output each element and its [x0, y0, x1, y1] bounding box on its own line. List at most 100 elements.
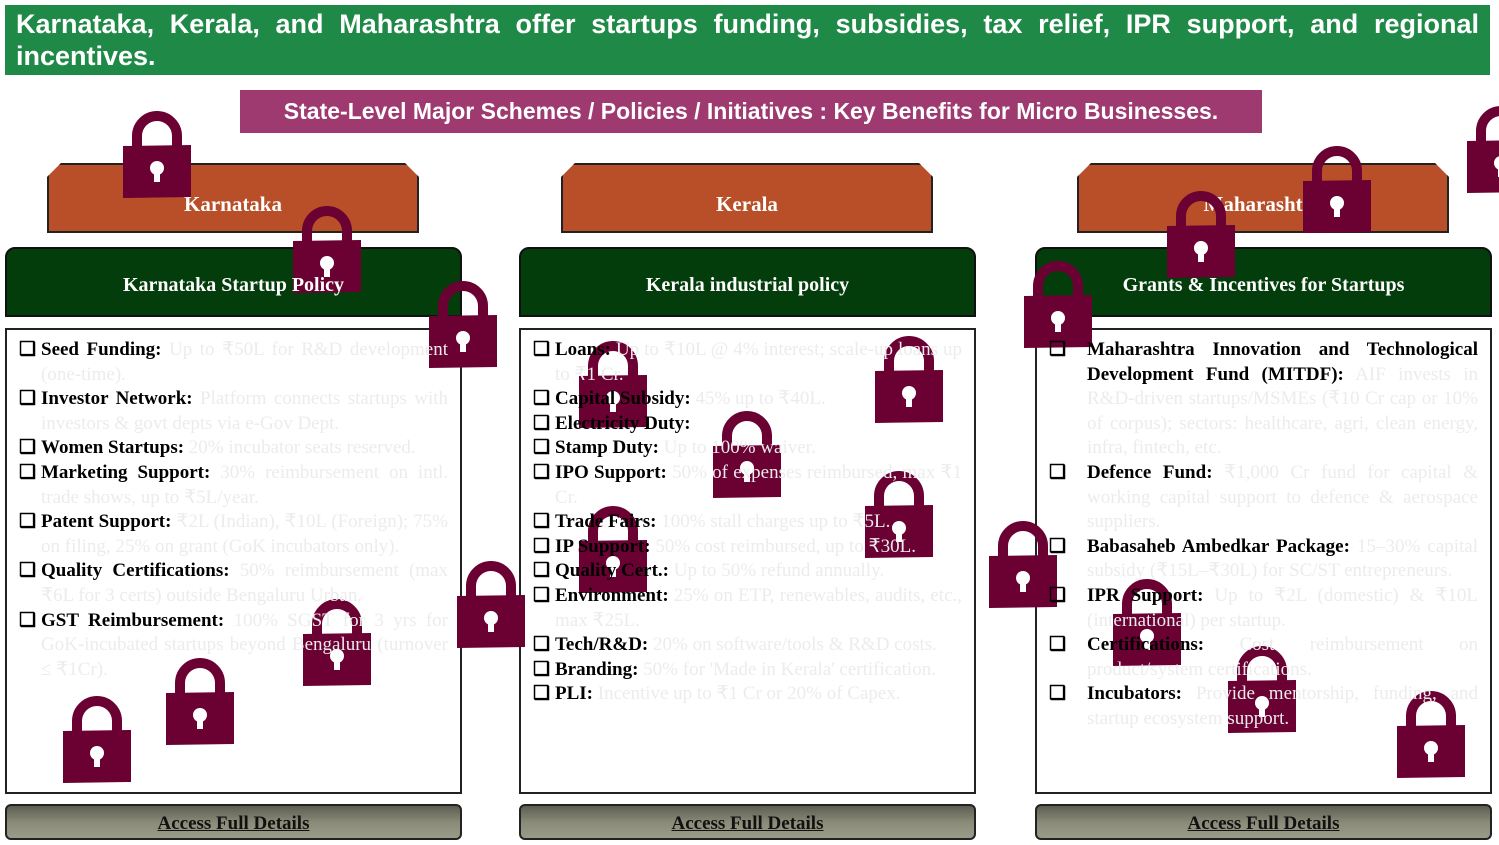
column-karnataka: Karnataka Karnataka Startup Policy ❑Seed… [5, 0, 462, 845]
checkbox-bullet-icon: ❑ [533, 388, 551, 410]
benefit-item: ❑Environment: 25% on ETP, renewables, au… [533, 584, 962, 633]
benefit-item: ❑Trade Fairs: 100% stall charges up to ₹… [533, 510, 962, 535]
benefits-list: ❑Loans: Up to ₹10L @ 4% interest; scale-… [519, 328, 976, 794]
benefit-label: Quality Certifications: [41, 560, 230, 582]
scheme-header-box: Grants & Incentives for Startups [1035, 247, 1492, 317]
benefit-label: Defence Fund: [1087, 461, 1213, 483]
benefit-description: 50% for 'Made in Kerala' certification. [643, 658, 936, 680]
lock-icon [712, 410, 782, 498]
scheme-header: Karnataka Startup Policy [122, 274, 345, 296]
scheme-header: Grants & Incentives for Startups [1122, 274, 1405, 296]
benefit-description: Up to ₹10L @ 4% interest; scale-up loans… [555, 339, 963, 385]
benefit-description: Up to 100% waiver. [663, 437, 816, 459]
benefit-item: ❑Tech/R&D: 20% on software/tools & R&D c… [533, 633, 962, 658]
checkbox-bullet-icon: ❑ [533, 339, 551, 360]
checkbox-bullet-icon: ❑ [533, 658, 551, 680]
benefit-item: ❑ IPR Support: Up to ₹2L (domestic) & ₹10… [1049, 584, 1478, 633]
checkbox-bullet-icon: ❑ [533, 461, 551, 483]
lock-icon [1466, 105, 1499, 193]
scheme-header-box: Kerala industrial policy [519, 247, 976, 317]
lock-icon [988, 520, 1058, 608]
checkbox-bullet-icon: ❑ [19, 609, 37, 631]
lock-icon [122, 110, 192, 198]
benefit-description: 50% of expenses reimbursed, max ₹1 Cr. [555, 461, 963, 508]
benefit-item: ❑Branding: 50% for 'Made in Kerala' cert… [533, 658, 962, 683]
benefit-label: IPO Support: [555, 461, 667, 483]
benefit-description: 50% reimbursement (max ₹6L for 3 certs) … [41, 560, 448, 606]
access-full-details-button[interactable]: Access Full Details [519, 804, 976, 840]
benefit-item: ❑Incubators: Provide mentorship, funding… [1049, 682, 1478, 731]
checkbox-bullet-icon: ❑ [1049, 339, 1067, 360]
lock-icon [428, 280, 498, 368]
benefit-item: ❑ Defence Fund: ₹1,000 Cr fund for capita… [1049, 461, 1478, 535]
lock-icon [578, 340, 648, 428]
checkbox-bullet-icon: ❑ [533, 584, 551, 606]
state-name: Kerala [716, 192, 778, 216]
benefit-label: Seed Funding: [41, 339, 162, 360]
benefit-description: 100% SGST for 3 yrs for GoK-incubated st… [41, 609, 448, 680]
checkbox-bullet-icon: ❑ [1049, 584, 1067, 606]
benefit-item: ❑IPO Support: 50% of expenses reimbursed… [533, 461, 962, 510]
benefit-item: ❑Investor Network: Platform connects sta… [19, 387, 448, 436]
benefit-label: Incubators: [1087, 683, 1183, 705]
page-title: Karnataka, Kerala, and Maharashtra offer… [5, 5, 1490, 75]
lock-icon [302, 598, 372, 686]
column-kerala: Kerala Kerala industrial policy ❑Loans: … [519, 0, 976, 845]
benefit-item: ❑Capital Subsidy: 45% up to ₹40L. [533, 387, 962, 412]
checkbox-bullet-icon: ❑ [1049, 634, 1067, 656]
checkbox-bullet-icon: ❑ [533, 412, 551, 434]
benefit-item: ❑ Maharashtra Innovation and Technologica… [1049, 338, 1478, 461]
state-tab: Kerala [561, 163, 933, 233]
benefit-item: ❑Marketing Support: 30% reimbursement on… [19, 461, 448, 510]
lock-icon [874, 335, 944, 423]
benefit-label: Marketing Support: [41, 461, 211, 483]
access-full-details-button[interactable]: Access Full Details [1035, 804, 1492, 840]
benefit-description: 100% stall charges up to ₹5L. [661, 511, 891, 533]
benefit-item: ❑Quality Certifications: 50% reimburseme… [19, 559, 448, 608]
checkbox-bullet-icon: ❑ [19, 339, 37, 360]
checkbox-bullet-icon: ❑ [533, 634, 551, 656]
state-tab: Maharashtra [1077, 163, 1449, 233]
checkbox-bullet-icon: ❑ [1049, 461, 1067, 483]
benefit-description: 50% cost reimbursed, up to ₹30L. [655, 535, 916, 557]
checkbox-bullet-icon: ❑ [19, 461, 37, 483]
benefit-label: Environment: [555, 584, 669, 606]
benefit-item: ❑GST Reimbursement: 100% SGST for 3 yrs … [19, 609, 448, 683]
lock-icon [1227, 645, 1297, 733]
benefit-item: ❑Certifications: Cost reimbursement on p… [1049, 633, 1478, 682]
benefit-label: Babasaheb Ambedkar Package: [1087, 535, 1350, 557]
benefit-item: ❑Loans: Up to ₹10L @ 4% interest; scale-… [533, 338, 962, 387]
benefit-label: Patent Support: [41, 511, 172, 533]
access-full-details-button[interactable]: Access Full Details [5, 804, 462, 840]
benefit-item: ❑Electricity Duty: [533, 412, 962, 437]
benefits-list: ❑ Maharashtra Innovation and Technologica… [1035, 328, 1492, 794]
benefit-label: IP Support: [555, 535, 651, 557]
benefit-label: Women Startups: [41, 437, 185, 459]
benefit-label: Electricity Duty: [555, 412, 691, 434]
benefit-item: ❑Patent Support: ₹2L (Indian), ₹10L (For… [19, 510, 448, 559]
benefit-description: Up to ₹2L (domestic) & ₹10L (internation… [1087, 584, 1479, 631]
benefit-description: ₹1,000 Cr fund for capital & working cap… [1087, 461, 1479, 533]
benefit-description: 20% on software/tools & R&D costs. [653, 634, 937, 656]
state-name: Karnataka [183, 192, 282, 216]
benefit-item: ❑PLI: Incentive up to ₹1 Cr or 20% of Ca… [533, 682, 962, 707]
benefit-description: ₹2L (Indian), ₹10L (Foreign); 75% on fil… [41, 511, 449, 557]
benefits-list: ❑Seed Funding: Up to ₹50L for R&D develo… [5, 328, 462, 794]
benefit-description: 45% up to ₹40L. [695, 388, 826, 410]
benefit-label: Branding: [555, 658, 639, 680]
benefit-description: Up to ₹50L for R&D development (one-time… [41, 339, 449, 385]
benefit-label: PLI: [555, 683, 593, 705]
scheme-header-box: Karnataka Startup Policy [5, 247, 462, 317]
lock-icon [62, 695, 132, 783]
checkbox-bullet-icon: ❑ [533, 511, 551, 533]
section-subtitle: State-Level Major Schemes / Policies / I… [240, 90, 1262, 133]
benefit-description: 15–30% capital subsidy (₹15L–₹30L) for S… [1087, 535, 1479, 582]
lock-icon [1112, 578, 1182, 666]
lock-icon [864, 470, 934, 558]
benefit-item: ❑Stamp Duty: Up to 100% waiver. [533, 436, 962, 461]
benefit-label: IPR Support: [1087, 584, 1204, 606]
lock-icon [1396, 690, 1466, 778]
benefit-description: 20% incubator seats reserved. [188, 437, 416, 459]
benefit-label: Maharashtra Innovation and Technological… [1087, 339, 1478, 385]
benefit-label: Tech/R&D: [555, 634, 649, 656]
